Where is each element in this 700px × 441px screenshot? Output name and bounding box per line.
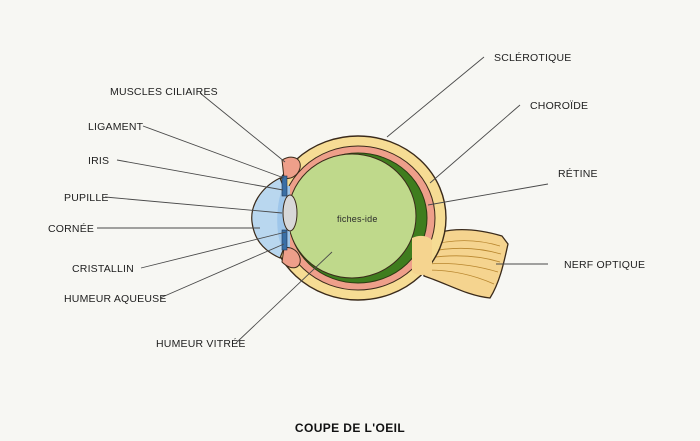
ciliary-muscle-bottom xyxy=(281,247,301,269)
leader-lines xyxy=(97,56,549,344)
diagram-caption: COUPE DE L'OEIL xyxy=(295,421,405,435)
iris-top xyxy=(281,175,288,197)
label-cornee: CORNÉE xyxy=(48,222,94,235)
watermark: fiches-ide xyxy=(337,214,378,224)
lens xyxy=(282,194,298,232)
label-nerf-optique: NERF OPTIQUE xyxy=(564,259,645,271)
optic-disc xyxy=(412,235,432,275)
cornea xyxy=(251,177,285,259)
iris-bottom xyxy=(281,229,288,251)
label-choroide: CHOROÏDE xyxy=(530,100,588,112)
label-humeur-aqueuse: HUMEUR AQUEUSE xyxy=(64,293,167,305)
ciliary-muscle-top xyxy=(281,156,301,179)
label-sclerotique: SCLÉROTIQUE xyxy=(494,51,571,64)
label-cristallin: CRISTALLIN xyxy=(72,263,134,275)
label-ligament: LIGAMENT xyxy=(88,121,144,133)
label-retine: RÉTINE xyxy=(558,167,598,180)
label-pupille: PUPILLE xyxy=(64,192,109,204)
label-iris: IRIS xyxy=(88,155,109,167)
label-muscles-ciliaires: MUSCLES CILIAIRES xyxy=(110,86,218,98)
label-humeur-vitree: HUMEUR VITRÉE xyxy=(156,337,246,350)
